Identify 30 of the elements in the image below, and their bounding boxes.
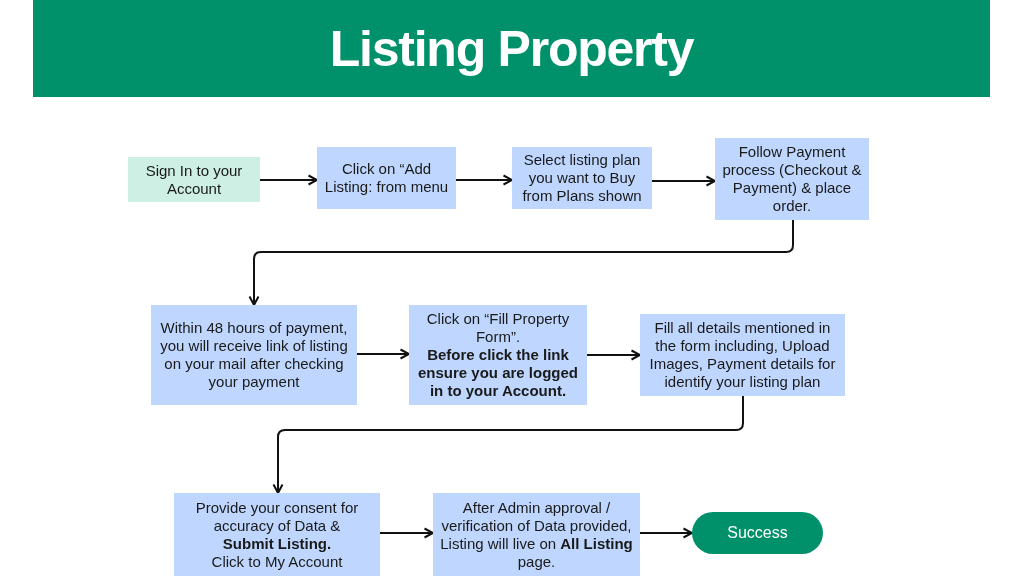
process-box bbox=[151, 305, 357, 405]
process-box bbox=[174, 493, 380, 576]
process-box bbox=[409, 305, 587, 405]
process-box bbox=[715, 138, 869, 220]
step-text: Follow Payment process (Checkout & Payment) & place order. bbox=[721, 143, 863, 215]
diagram-title: Listing Property bbox=[329, 23, 694, 74]
process-box bbox=[640, 314, 845, 396]
step-text: After Admin approval / verification of Data provided, Listing will live on All Listing page. bbox=[439, 498, 634, 571]
step-text: Fill all details mentioned in the form including, Upload Images, Payment details for identify your listing plan bbox=[648, 319, 837, 391]
step-text: Within 48 hours of payment, you will receive link of listing on your mail after checking your payment bbox=[159, 319, 349, 391]
arrow bbox=[586, 349, 641, 361]
arrow bbox=[379, 527, 434, 539]
step-text: Click on “Add Listing: from menu bbox=[323, 160, 450, 196]
process-box bbox=[317, 147, 456, 209]
start-box bbox=[128, 157, 260, 202]
terminal-label: Success bbox=[727, 523, 788, 543]
end-terminal bbox=[692, 512, 823, 554]
step-text: Click on “Fill Property Form”. Before click the link ensure you are logged in to your Account. bbox=[416, 310, 579, 400]
arrow bbox=[639, 527, 693, 539]
arrow bbox=[455, 174, 513, 186]
step-text: Provide your consent for accuracy of Data & Submit Listing. Click to My Account bbox=[194, 498, 360, 571]
step-text: Select listing plan you want to Buy from Plans shown bbox=[521, 151, 643, 205]
process-box bbox=[512, 147, 652, 209]
arrow bbox=[651, 175, 716, 187]
step-text: Sign In to your Account bbox=[144, 161, 244, 198]
arrow bbox=[259, 174, 318, 186]
arrow bbox=[248, 219, 794, 306]
arrow bbox=[272, 395, 744, 494]
process-box bbox=[433, 493, 640, 576]
arrow bbox=[356, 348, 410, 360]
